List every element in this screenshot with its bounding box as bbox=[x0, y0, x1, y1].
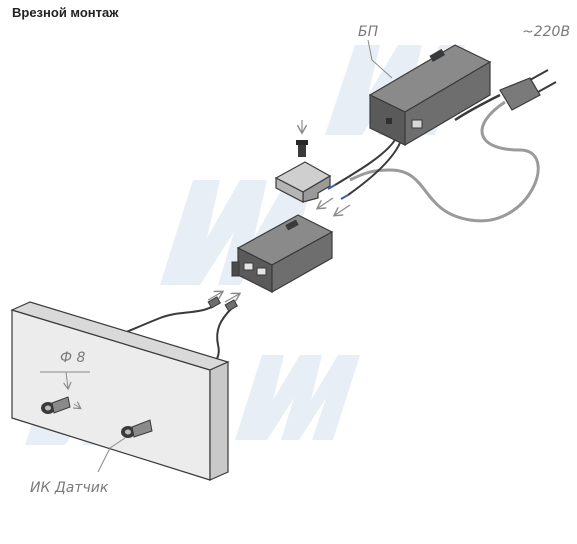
leader-line-psu bbox=[367, 39, 393, 79]
terminal-cover bbox=[274, 161, 332, 203]
ir-sensor-left bbox=[41, 396, 71, 414]
hole-diameter-label: Ф 8 bbox=[60, 350, 86, 366]
mains-plug-icon bbox=[454, 69, 557, 122]
diameter-dimension bbox=[40, 371, 90, 408]
assembly-arrow bbox=[318, 197, 334, 208]
sensor-wires bbox=[89, 296, 239, 376]
page-title: Врезной монтаж bbox=[12, 5, 119, 20]
psu-output-wires bbox=[327, 139, 401, 200]
sensor-control-box bbox=[231, 214, 334, 294]
mains-voltage-label: ~220В bbox=[522, 24, 570, 40]
assembly-arrow bbox=[207, 292, 222, 301]
screw-icon bbox=[296, 120, 308, 157]
leader-line-sensor bbox=[97, 437, 126, 473]
ir-sensor-label: ИК Датчик bbox=[30, 480, 109, 496]
psu-label: БП bbox=[358, 24, 379, 40]
assembly-arrow bbox=[224, 294, 239, 303]
furniture-panel bbox=[10, 301, 230, 481]
power-supply-unit bbox=[368, 44, 492, 147]
mains-cable bbox=[349, 100, 540, 223]
ir-sensor-right bbox=[121, 419, 153, 438]
assembly-arrow bbox=[335, 204, 351, 215]
